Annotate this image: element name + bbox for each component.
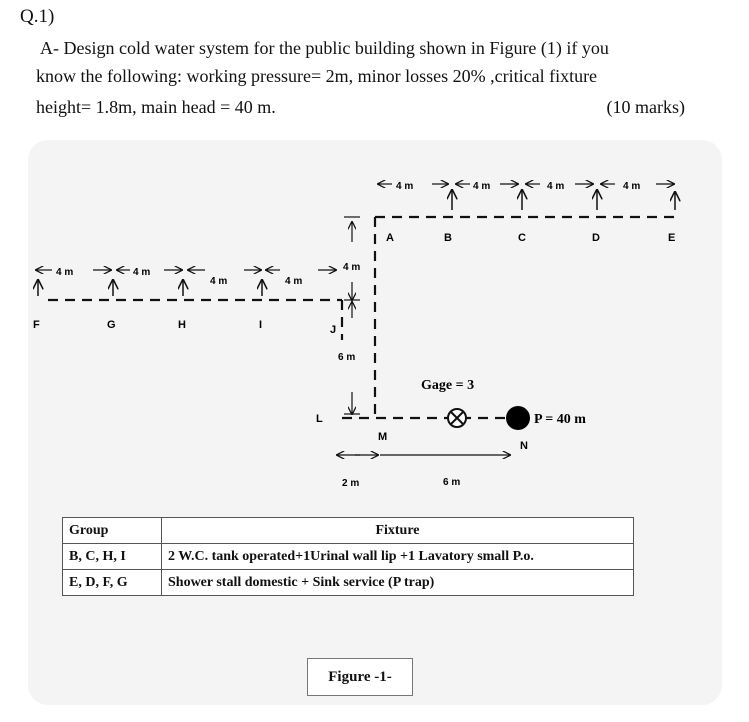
junction-labels: J L M N bbox=[316, 324, 528, 452]
upper-fixture-arrows bbox=[452, 190, 675, 210]
lower-spacing-labels: 4 m 4 m 4 m 4 m bbox=[56, 267, 302, 287]
table-cell-fixture: Shower stall domestic + Sink service (P … bbox=[161, 569, 634, 596]
spacing-label: 4 m bbox=[210, 276, 227, 287]
table-cell-group: E, D, F, G bbox=[62, 569, 162, 596]
table-header-group: Group bbox=[62, 517, 162, 544]
pressure-label: P = 40 m bbox=[534, 412, 586, 427]
table-header-row: Group Fixture bbox=[62, 517, 634, 544]
table-cell-fixture: 2 W.C. tank operated+1Urinal wall lip +1… bbox=[161, 543, 634, 570]
lower-node-labels: F G H I bbox=[33, 319, 262, 331]
horizontal-left-label: 2 m bbox=[342, 478, 359, 489]
spacing-label: 4 m bbox=[396, 181, 413, 192]
node-label: B bbox=[444, 232, 452, 244]
node-label: J bbox=[330, 324, 336, 336]
table-row: E, D, F, G Shower stall domestic + Sink … bbox=[62, 569, 634, 596]
node-label: L bbox=[316, 413, 323, 425]
node-label: D bbox=[592, 232, 600, 244]
spacing-label: 4 m bbox=[133, 267, 150, 278]
spacing-label: 4 m bbox=[473, 181, 490, 192]
node-label: M bbox=[378, 431, 387, 443]
node-label: F bbox=[33, 319, 40, 331]
riser-upper-label: 4 m bbox=[343, 262, 360, 273]
table-cell-group: B, C, H, I bbox=[62, 543, 162, 570]
pressure-gage-icon bbox=[447, 408, 467, 428]
node-label: E bbox=[668, 232, 675, 244]
spacing-label: 4 m bbox=[56, 267, 73, 278]
node-label: H bbox=[178, 319, 186, 331]
question-line-3: height= 1.8m, main head = 40 m. bbox=[36, 97, 276, 117]
table-row: B, C, H, I 2 W.C. tank operated+1Urinal … bbox=[62, 543, 634, 570]
node-label: A bbox=[386, 232, 394, 244]
gage-label: Gage = 3 bbox=[421, 378, 474, 393]
question-line-2: know the following: working pressure= 2m… bbox=[36, 66, 598, 86]
node-label: I bbox=[259, 319, 262, 331]
lower-fixture-arrows bbox=[38, 280, 262, 296]
riser-lower-label: 6 m bbox=[338, 352, 355, 363]
horizontal-right-label: 6 m bbox=[443, 477, 460, 488]
figure-caption: Figure -1- bbox=[307, 658, 413, 696]
spacing-label: 4 m bbox=[285, 276, 302, 287]
question-line-1: A- Design cold water system for the publ… bbox=[40, 38, 609, 58]
riser-dimension-arrows bbox=[344, 216, 360, 414]
pipe-network bbox=[48, 215, 675, 420]
spacing-label: 4 m bbox=[547, 181, 564, 192]
node-label: G bbox=[107, 319, 116, 331]
main-supply-point-icon bbox=[506, 406, 530, 430]
upper-spacing-labels: 4 m 4 m 4 m 4 m bbox=[396, 181, 640, 192]
fixture-table: Group Fixture B, C, H, I 2 W.C. tank ope… bbox=[62, 517, 634, 596]
marks-label: (10 marks) bbox=[606, 97, 685, 117]
upper-node-labels: A B C D E bbox=[386, 232, 675, 244]
node-label: N bbox=[520, 440, 528, 452]
node-label: C bbox=[518, 232, 526, 244]
table-header-fixture: Fixture bbox=[161, 517, 634, 544]
question-number: Q.1) bbox=[20, 6, 55, 27]
spacing-label: 4 m bbox=[623, 181, 640, 192]
dimension-labels: 4 m 6 m 2 m 6 m bbox=[338, 262, 460, 489]
